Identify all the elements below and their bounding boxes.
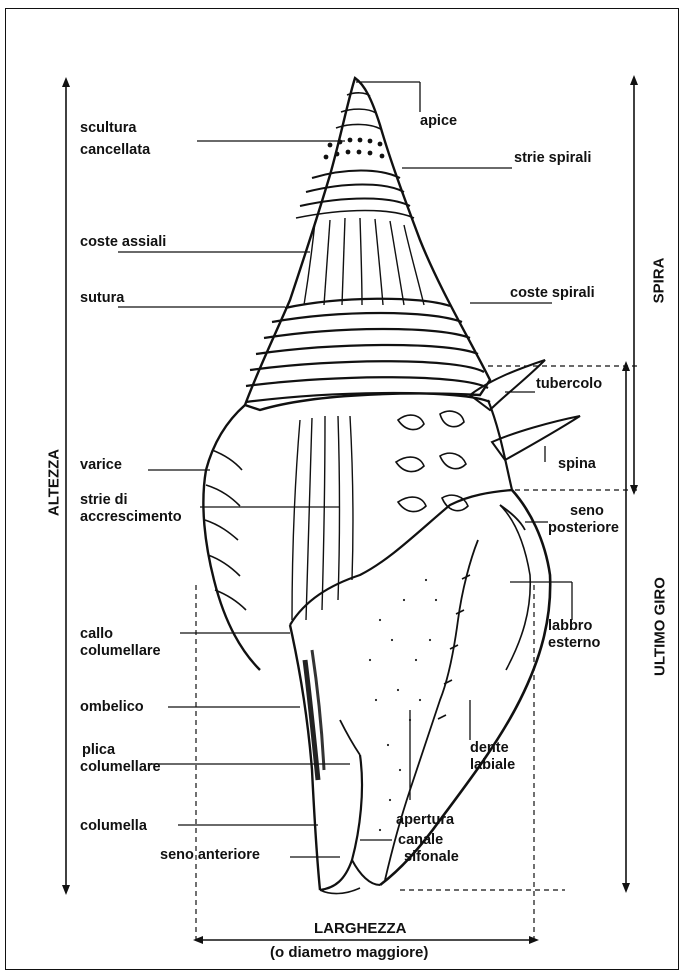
label-plica-columellare: plica columellare [80,742,161,777]
label-ombelico: ombelico [80,699,144,716]
label-labbro-esterno: labbro esterno [548,618,600,653]
label-strie-spirali: strie spirali [514,150,591,167]
label-spira: SPIRA [651,246,668,316]
label-larghezza: LARGHEZZA [314,920,407,938]
label-scultura-cancellata: scultura cancellata [80,120,150,160]
label-columella: columella [80,818,147,835]
label-apice: apice [420,113,457,130]
label-callo-columellare: callo columellare [80,626,161,661]
label-seno-posteriore: seno posteriore [548,503,619,538]
label-coste-spirali: coste spirali [510,285,595,302]
label-seno-anteriore: seno anteriore [160,847,260,864]
label-dente-labiale: dente labiale [470,740,515,775]
label-larghezza-note: (o diametro maggiore) [270,944,428,962]
label-varice: varice [80,457,122,474]
label-sutura: sutura [80,290,124,307]
label-canale-sifonale: canale sifonale [398,832,459,867]
label-coste-assiali: coste assiali [80,234,166,251]
shell-body [203,78,580,894]
label-strie-di-accrescimento: strie di accrescimento [80,492,182,527]
label-spina: spina [558,456,596,473]
label-ultimo-giro: ULTIMO GIRO [652,567,669,687]
label-tubercolo: tubercolo [536,376,602,393]
label-altezza: ALTEZZA [46,433,63,533]
label-apertura: apertura [396,812,454,829]
